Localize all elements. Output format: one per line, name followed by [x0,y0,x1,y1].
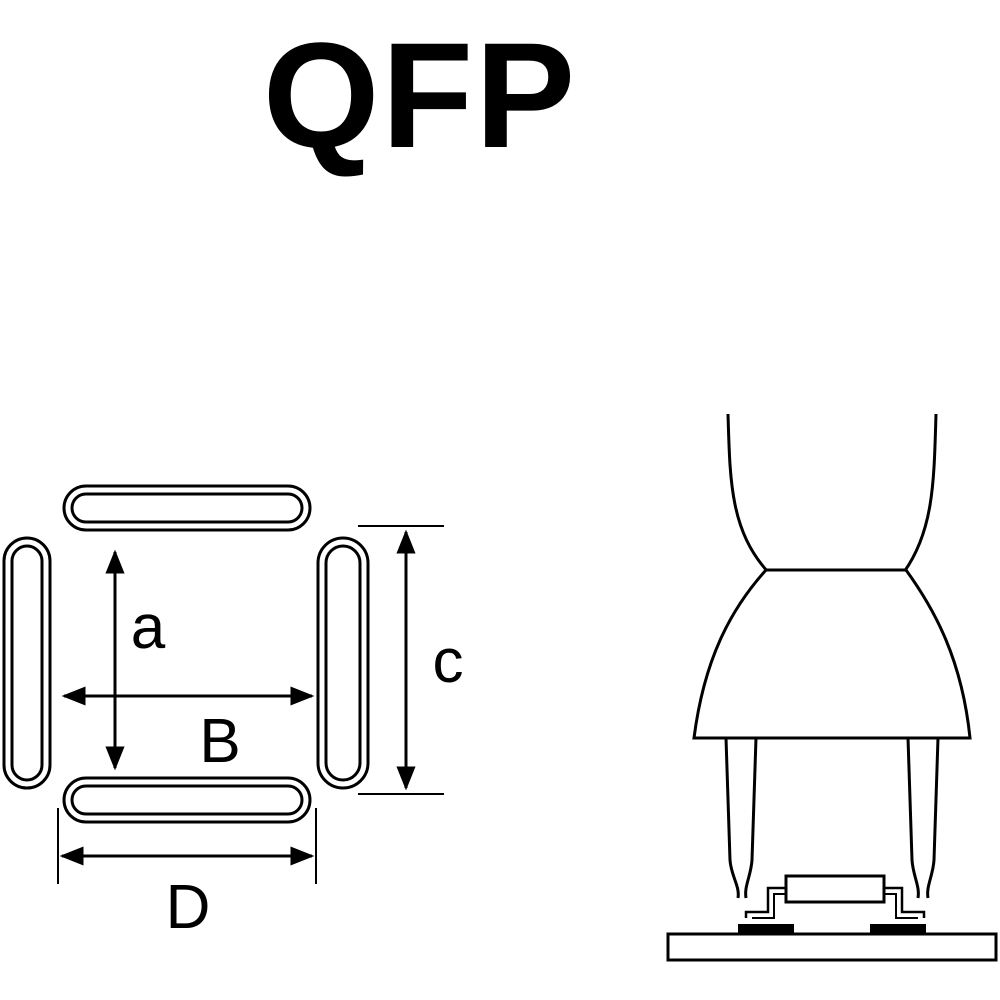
left-slot [2,536,52,790]
ic-right-lead [884,886,926,918]
bottom-slot [62,776,312,824]
top-slot [62,484,312,532]
pcb-board [666,932,998,962]
ic-left-lead [744,886,786,918]
ic-right-lead-inner [884,893,918,919]
nozzle-neck [726,413,938,574]
nozzle-side-view [692,413,972,899]
qfp-component [744,874,926,919]
right-slot [316,536,370,790]
dimension-d-label: D [166,873,211,942]
nozzle-left-leg [724,737,758,899]
nozzle-right-leg [906,737,940,899]
ic-body [784,874,886,904]
dimension-c-label: c [433,627,464,696]
dimension-b-label: B [199,707,240,776]
nozzle-top-view [2,484,370,824]
page-title: QFP [262,11,578,179]
ic-left-lead-inner [752,893,786,919]
nozzle-body [692,568,972,740]
dimension-a-label: a [131,593,166,662]
